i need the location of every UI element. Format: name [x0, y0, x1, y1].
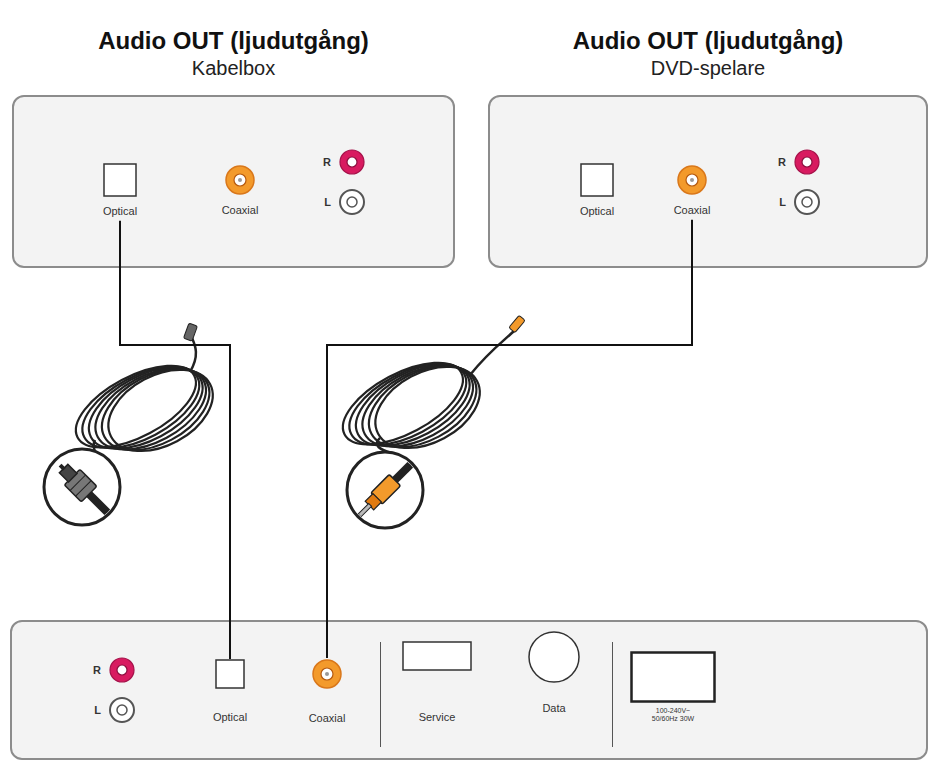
service-port	[403, 642, 471, 670]
port-label: L	[94, 704, 101, 716]
rca-plug-end	[509, 315, 525, 332]
device-panel: Audio OUT (ljudutgång)DVD-spelareOptical…	[488, 95, 928, 268]
opt-port: Optical	[213, 659, 247, 724]
coaxial-socket	[678, 166, 706, 194]
rca-right-socket	[110, 658, 134, 682]
coaxial-socket	[226, 166, 254, 194]
device-name: DVD-spelare	[490, 56, 926, 81]
cable-tail	[470, 330, 515, 375]
panel-heading: Audio OUT (ljudutgång)DVD-spelare	[490, 26, 926, 81]
rca-left-socket	[340, 190, 364, 214]
socket-core	[117, 665, 127, 675]
port-icon	[580, 163, 614, 197]
port-label: L	[779, 196, 786, 208]
r-port: R	[323, 148, 366, 176]
socket-core	[347, 197, 357, 207]
r-port: R	[778, 148, 821, 176]
audio-cable	[120, 221, 230, 659]
port-label: R	[778, 156, 786, 168]
optical-socket	[581, 164, 613, 196]
port-label: R	[323, 156, 331, 168]
port-label: 100-240V~ 50/60Hz 30W	[648, 707, 698, 723]
port-icon	[676, 164, 708, 196]
port-icon	[103, 163, 137, 197]
rca-right-socket	[795, 150, 819, 174]
coax-port: Coaxial	[222, 164, 259, 217]
port-icon	[793, 148, 821, 176]
port-label: Optical	[580, 205, 614, 218]
port-icon	[224, 164, 256, 196]
socket-core	[234, 174, 246, 186]
port-icon	[527, 630, 581, 684]
device-panel: Audio OUT (ljudutgång)KabelboxOpticalCoa…	[12, 95, 455, 268]
l-port: L	[779, 188, 821, 216]
coaxial-socket	[313, 660, 341, 688]
coil-loop	[362, 350, 494, 464]
panel-heading: Audio OUT (ljudutgång)Kabelbox	[14, 26, 453, 81]
divider-line	[380, 642, 381, 747]
divider-line	[612, 642, 613, 747]
port-icon	[108, 656, 136, 684]
coax-port: Coaxial	[309, 658, 346, 725]
port-label: Data	[542, 702, 565, 715]
socket-pin	[690, 178, 694, 182]
socket-core	[321, 668, 333, 680]
socket-core	[117, 705, 127, 715]
rca-right-socket	[340, 150, 364, 174]
port-label: Coaxial	[222, 204, 259, 217]
port-icon	[338, 148, 366, 176]
port-icon	[215, 659, 245, 689]
socket-core	[347, 157, 357, 167]
socket-core	[802, 197, 812, 207]
r-port: R	[93, 656, 136, 684]
heading: Audio OUT (ljudutgång)	[14, 26, 453, 56]
optical-socket	[216, 660, 244, 688]
opt-port: Optical	[103, 163, 137, 218]
coaxial-cable-coil	[331, 346, 494, 465]
socket-pin	[238, 178, 242, 182]
socket-core	[686, 174, 698, 186]
coil-loop	[95, 353, 227, 467]
data-port	[529, 632, 579, 682]
rect-port: Service	[402, 641, 472, 724]
power-socket	[632, 653, 715, 702]
plug-inset	[347, 452, 423, 528]
port-label: Optical	[103, 205, 137, 218]
rca-left-socket	[110, 698, 134, 722]
plug-inset	[44, 449, 120, 525]
port-label: Coaxial	[309, 712, 346, 725]
port-label: L	[324, 196, 331, 208]
coax-port: Coaxial	[674, 164, 711, 217]
socket-pin	[325, 672, 329, 676]
circle-port: Data	[527, 630, 581, 715]
port-icon	[311, 658, 343, 690]
port-label: Optical	[213, 711, 247, 724]
port-icon	[630, 651, 716, 703]
heading: Audio OUT (ljudutgång)	[490, 26, 926, 56]
rca-left-socket	[795, 190, 819, 214]
optical-plug	[52, 457, 122, 527]
optical-plug-end	[184, 323, 198, 341]
port-icon	[338, 188, 366, 216]
opt-port: Optical	[580, 163, 614, 218]
power-port: 100-240V~ 50/60Hz 30W	[630, 651, 716, 723]
port-icon	[793, 188, 821, 216]
cable-tail	[190, 338, 196, 372]
audio-cable	[327, 220, 692, 658]
port-label: Coaxial	[674, 204, 711, 217]
port-label: Service	[419, 711, 456, 724]
device-panel: R L Optical Coaxial Service Data 100-240V~ 50/…	[10, 620, 928, 760]
device-name: Kabelbox	[14, 56, 453, 81]
l-port: L	[324, 188, 366, 216]
l-port: L	[94, 696, 136, 724]
port-icon	[402, 641, 472, 671]
socket-core	[802, 157, 812, 167]
optical-socket	[104, 164, 136, 196]
port-icon	[108, 696, 136, 724]
port-label: R	[93, 664, 101, 676]
rca-plug	[354, 448, 428, 522]
